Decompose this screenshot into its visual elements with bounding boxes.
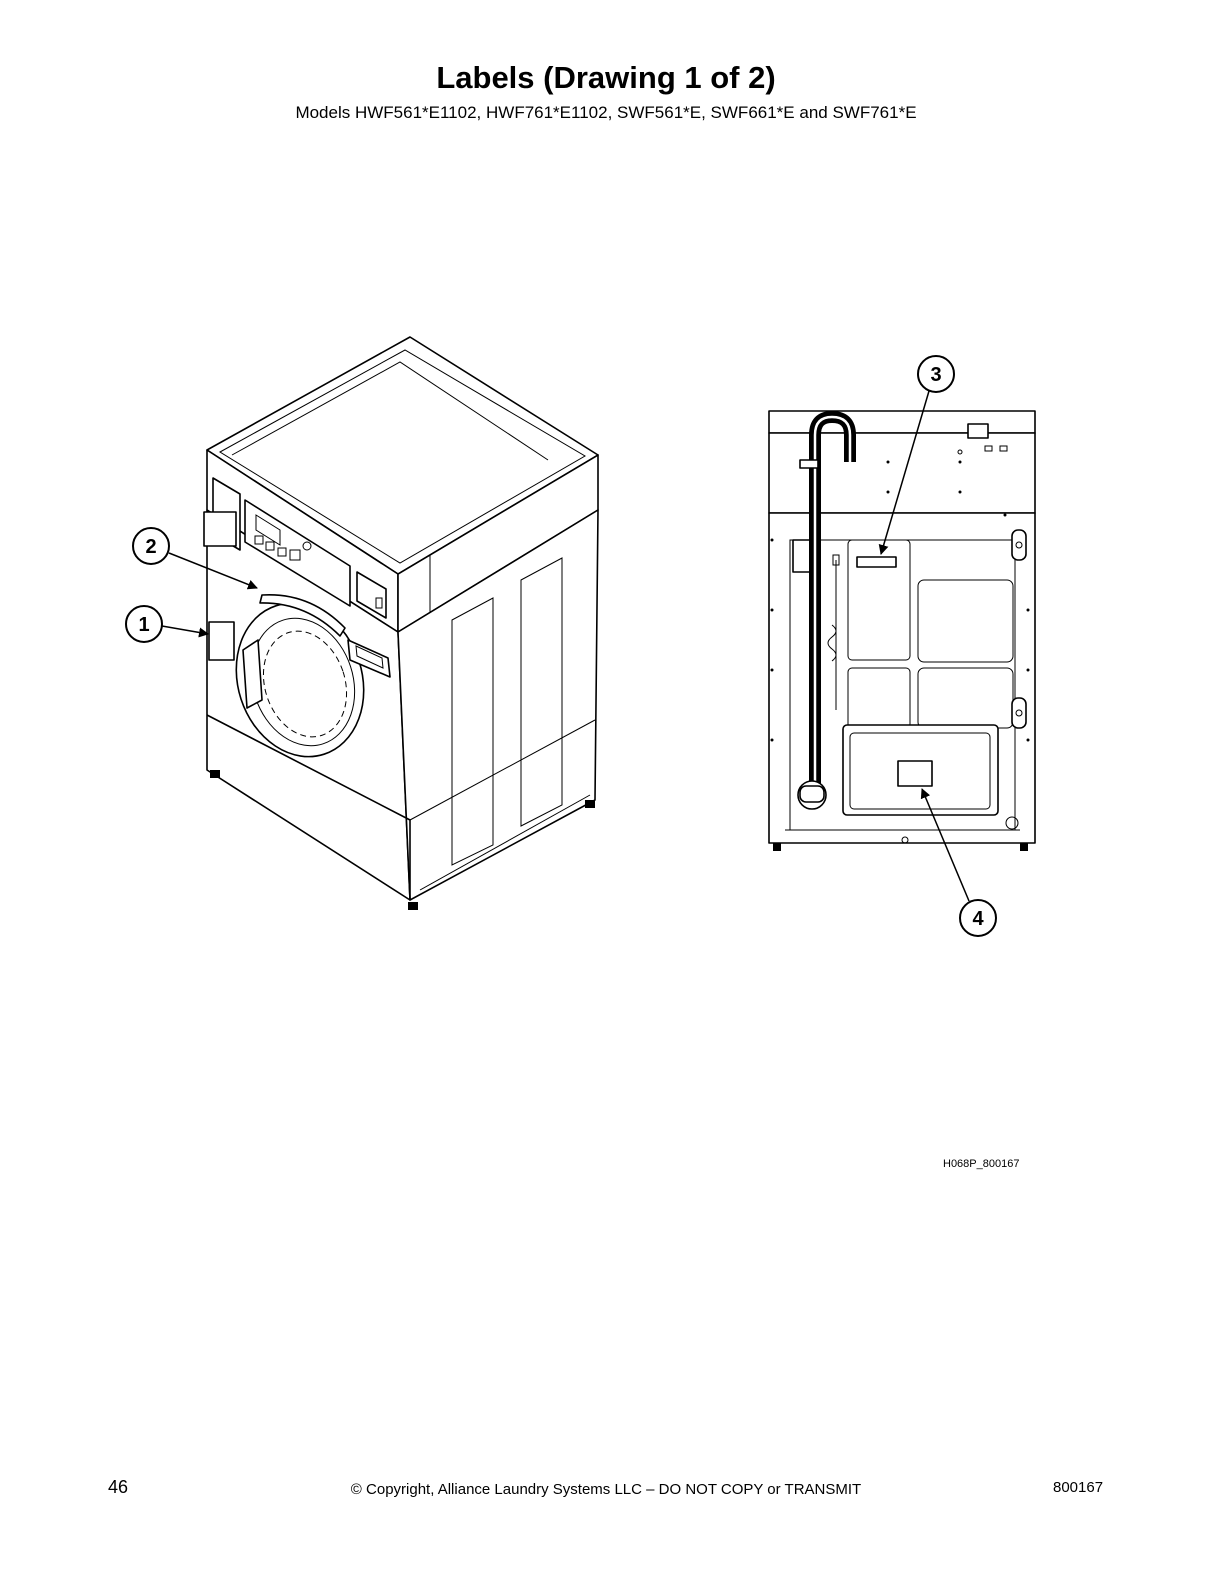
door-hinge <box>242 639 263 709</box>
figure-id: H068P_800167 <box>943 1158 1020 1170</box>
callout-1: 1 <box>125 605 209 643</box>
callout-2: 2 <box>132 527 258 590</box>
label-2-location <box>259 593 346 637</box>
rear-washer-drawing <box>768 410 1036 851</box>
document-number: 800167 <box>1053 1479 1104 1496</box>
callout-3: 3 <box>878 355 955 555</box>
page-subtitle: Models HWF561*E1102, HWF761*E1102, SWF56… <box>295 103 917 122</box>
label-3-location <box>856 556 897 568</box>
control-panel <box>244 499 351 607</box>
callout-4-number: 4 <box>972 908 984 930</box>
copyright-notice: © Copyright, Alliance Laundry Systems LL… <box>350 1481 862 1498</box>
callout-4: 4 <box>920 788 997 937</box>
callout-1-number: 1 <box>138 614 149 636</box>
callout-2-number: 2 <box>145 536 156 558</box>
page-title: Labels (Drawing 1 of 2) <box>436 60 776 95</box>
coin-box <box>203 511 237 547</box>
door-handle <box>347 639 391 678</box>
front-washer-drawing <box>203 336 599 910</box>
page-number: 46 <box>108 1477 129 1497</box>
label-1-location <box>208 621 235 661</box>
callout-3-number: 3 <box>930 364 941 386</box>
label-4-location <box>897 760 933 787</box>
